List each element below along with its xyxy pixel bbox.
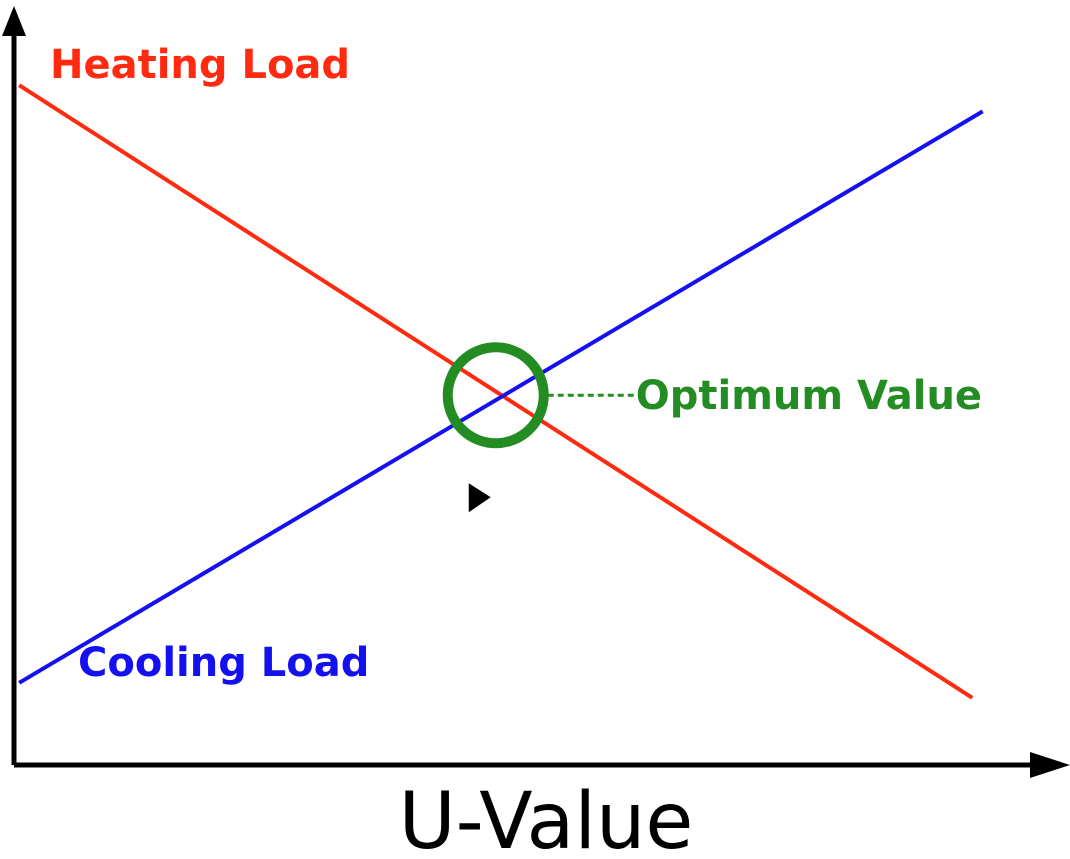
heating-load-label: Heating Load [50,42,350,88]
optimum-value-label: Optimum Value [636,373,982,419]
play-triangle-icon [468,483,491,513]
series-layer [18,83,984,700]
optimum-circle-marker [442,342,549,449]
heating-load-line [18,83,974,700]
cooling-load-label: Cooling Load [78,640,369,686]
cooling-load-line [18,109,984,685]
annotation-layer [442,342,634,513]
x-axis-arrow-icon [1030,752,1070,778]
axes [2,6,1070,778]
x-axis-title: U-Value [399,777,694,859]
y-axis-arrow-icon [2,6,26,36]
